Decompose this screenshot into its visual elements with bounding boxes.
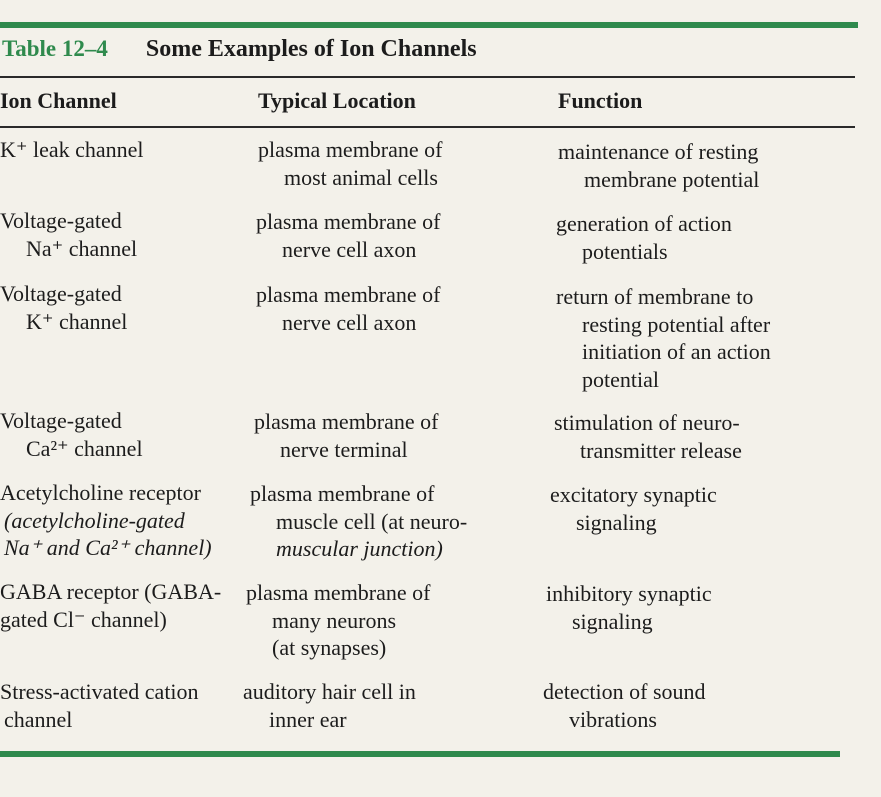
table-row-5-function: excitatory synaptic signaling [550, 482, 717, 535]
table-row-2-channel: Voltage-gated Na⁺ channel [0, 208, 138, 261]
table-row-1-location: plasma membrane of most animal cells [258, 137, 443, 190]
table-row-7-function: detection of sound vibrations [543, 679, 706, 732]
table-row-7-channel: Stress-activated cation channel [0, 679, 199, 732]
title-divider [0, 76, 855, 78]
table-row-3-channel: Voltage-gated K⁺ channel [0, 281, 128, 334]
table-row-2-function: generation of action potentials [556, 211, 732, 264]
table-row-2-location: plasma membrane of nerve cell axon [256, 209, 441, 262]
table-row-4-channel: Voltage-gated Ca²⁺ channel [0, 408, 143, 461]
top-accent-rule [0, 22, 858, 28]
table-row-5-location: plasma membrane of muscle cell (at neuro… [250, 481, 468, 561]
column-header-function: Function [558, 88, 643, 113]
table-row-7-location: auditory hair cell in inner ear [243, 679, 416, 732]
bottom-accent-rule [0, 751, 840, 757]
table-number: Table 12–4 [2, 36, 108, 61]
table-row-3-location: plasma membrane of nerve cell axon [256, 282, 441, 335]
table-row-4-location: plasma membrane of nerve terminal [254, 409, 439, 462]
table-row-6-location: plasma membrane of many neurons (at syna… [246, 580, 431, 660]
column-header-ion-channel: Ion Channel [0, 88, 117, 113]
table-row-4-function: stimulation of neuro- transmitter releas… [554, 410, 742, 463]
table-row-5-channel: Acetylcholine receptor (acetylcholine-ga… [0, 480, 212, 560]
column-header-typical-location: Typical Location [258, 88, 416, 113]
table-row-1-channel: K⁺ leak channel [0, 137, 144, 162]
table-row-6-function: inhibitory synaptic signaling [546, 581, 712, 634]
table-caption: Table 12–4 Some Examples of Ion Channels [0, 28, 477, 70]
table-row-3-function: return of membrane to resting potential … [556, 284, 771, 392]
header-divider [0, 126, 855, 128]
table-row-1-function: maintenance of resting membrane potentia… [558, 139, 760, 192]
table-row-6-channel: GABA receptor (GABA- gated Cl⁻ channel) [0, 579, 222, 632]
table-title: Some Examples of Ion Channels [145, 35, 477, 62]
